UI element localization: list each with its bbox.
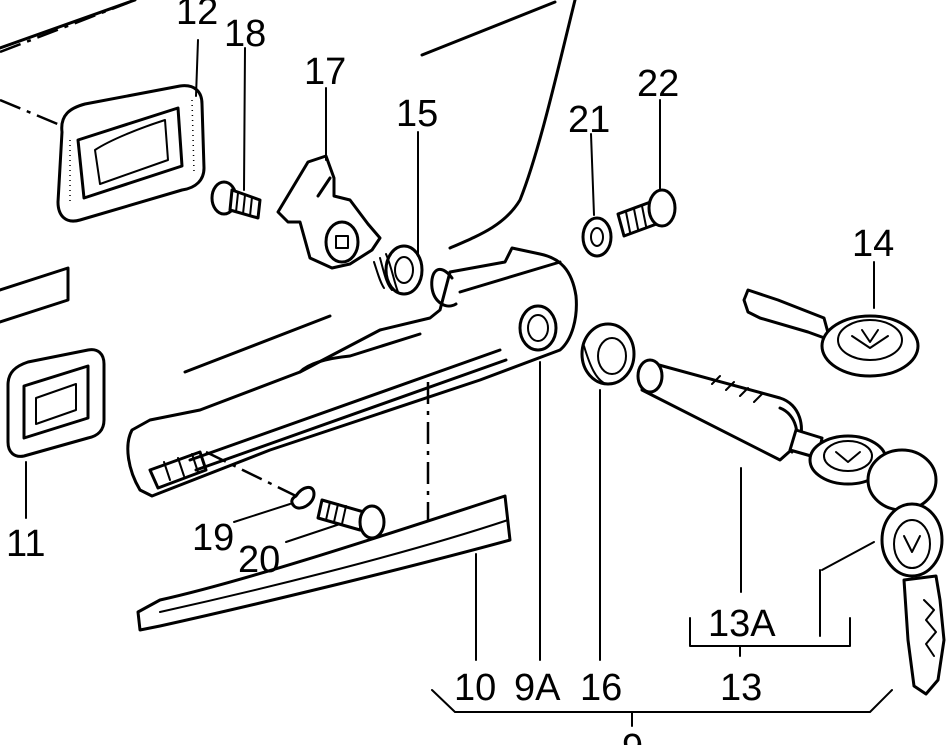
label-13: 13 <box>720 667 762 709</box>
label-11: 11 <box>6 523 45 565</box>
screw-part-18 <box>210 180 262 220</box>
door-panel-outline <box>0 0 577 374</box>
keys-on-ring <box>808 434 946 696</box>
key-part-14 <box>742 288 920 378</box>
clip-part-19 <box>290 486 316 510</box>
lever-part-17 <box>276 154 382 270</box>
label-14: 14 <box>852 223 894 265</box>
washer-part-21 <box>581 216 613 258</box>
label-15: 15 <box>396 93 438 135</box>
label-21: 21 <box>568 99 610 141</box>
label-22: 22 <box>637 63 679 105</box>
label-12: 12 <box>176 0 218 33</box>
screw-part-22 <box>616 188 677 238</box>
label-10: 10 <box>454 667 496 709</box>
label-13a: 13A <box>708 603 776 645</box>
label-19: 19 <box>192 517 234 559</box>
label-18: 18 <box>224 13 266 55</box>
label-20: 20 <box>238 539 280 581</box>
label-17: 17 <box>304 51 346 93</box>
part-labels: 12 18 17 15 21 22 14 11 19 20 10 9A 16 1… <box>6 0 894 745</box>
door-handle-body-part-9 <box>126 246 578 498</box>
leader-lines <box>25 39 875 661</box>
bushing-part-16 <box>580 322 636 386</box>
label-16: 16 <box>580 667 622 709</box>
gasket-large-part-12 <box>56 84 206 223</box>
trim-strip-part-10 <box>136 494 512 632</box>
brackets <box>431 617 893 727</box>
gasket-small-part-11 <box>6 348 106 458</box>
lock-cylinder-part-13a <box>636 358 824 462</box>
screw-part-20 <box>316 498 386 540</box>
label-9a: 9A <box>514 667 561 709</box>
spring-part-15 <box>373 244 424 296</box>
label-9: 9 <box>622 727 643 745</box>
